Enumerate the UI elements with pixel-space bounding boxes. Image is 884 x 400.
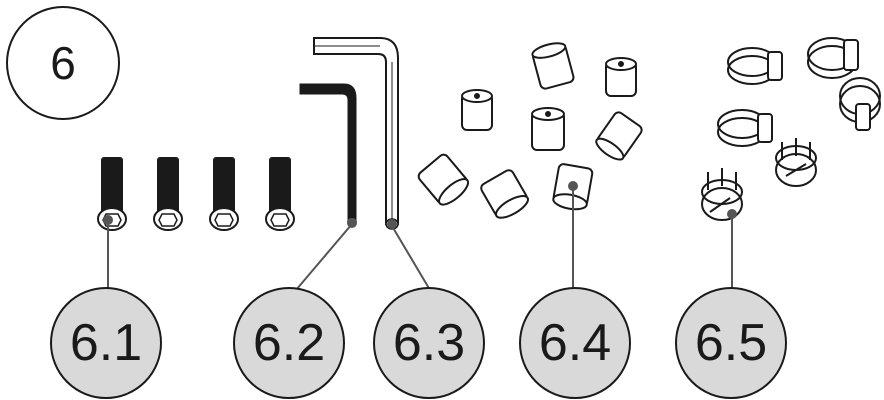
callout-label: 6.3 bbox=[393, 314, 465, 372]
cap-screw-2 bbox=[153, 157, 183, 231]
section-badge: 6 bbox=[6, 6, 120, 120]
callout-label: 6.5 bbox=[695, 314, 767, 372]
end-cap bbox=[531, 42, 575, 90]
cap-screw-4 bbox=[265, 157, 295, 231]
hose-clip bbox=[717, 109, 773, 147]
callout-6-4: 6.4 bbox=[519, 287, 631, 399]
end-cap bbox=[605, 57, 637, 97]
leader-dots bbox=[103, 181, 737, 229]
hose-clip bbox=[727, 47, 783, 85]
hose-clip bbox=[807, 37, 859, 79]
hex-key-small bbox=[299, 83, 357, 226]
section-label: 6 bbox=[50, 37, 76, 89]
end-cap bbox=[480, 169, 529, 219]
end-cap bbox=[461, 89, 493, 131]
callout-label: 6.2 bbox=[253, 314, 325, 372]
callout-6-3: 6.3 bbox=[373, 287, 485, 399]
hose-clips-group bbox=[701, 37, 881, 221]
hose-clip bbox=[775, 138, 817, 187]
cap-screws-group bbox=[97, 157, 295, 231]
leader-6-3 bbox=[391, 225, 431, 291]
end-cap bbox=[417, 153, 470, 206]
end-cap bbox=[531, 107, 565, 151]
callout-label: 6.1 bbox=[70, 314, 142, 372]
end-cap bbox=[595, 111, 643, 161]
hose-clip bbox=[839, 77, 881, 131]
callout-6-5: 6.5 bbox=[675, 287, 787, 399]
callout-6-2: 6.2 bbox=[233, 287, 345, 399]
leader-lines bbox=[107, 186, 733, 291]
cap-screw-3 bbox=[209, 157, 239, 231]
callout-label: 6.4 bbox=[539, 314, 611, 372]
end-caps-group bbox=[417, 42, 643, 219]
callout-6-1: 6.1 bbox=[50, 287, 162, 399]
leader-6-2 bbox=[295, 223, 353, 291]
